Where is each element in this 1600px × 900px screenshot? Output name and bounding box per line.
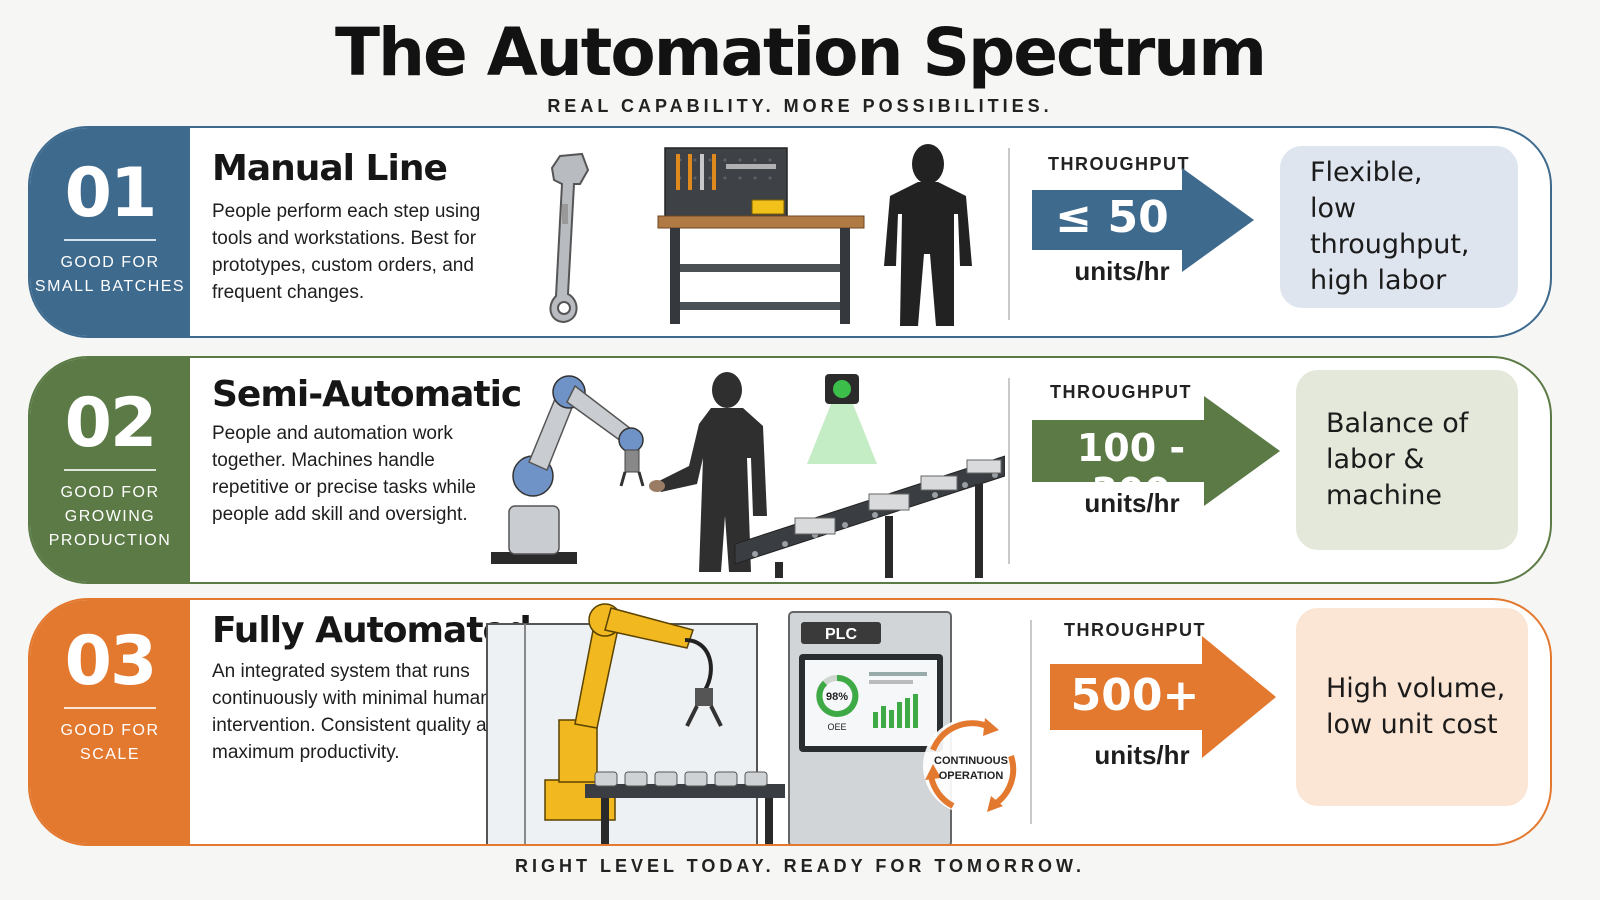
throughput-value: 100 - 300 [1076,426,1186,514]
wrench-icon [549,152,590,324]
throughput-arrow [1032,168,1254,272]
good-for-line: SCALE [80,746,140,763]
row-fully-automated: 03 GOOD FOR SCALE Fully Automated An int… [28,598,1552,846]
level-description: People perform each step using tools and… [212,201,481,303]
level-number-block: 03 GOOD FOR SCALE [30,600,190,844]
summary-line: high labor [1310,265,1447,296]
row-semi-automatic: 02 GOOD FOR GROWING PRODUCTION Semi-Auto… [28,356,1552,584]
workbench-icon [657,147,865,324]
throughput-unit: units/hr [1084,488,1180,518]
throughput-unit: units/hr [1074,256,1170,286]
page-subtitle: REAL CAPABILITY. MORE POSSIBILITIES. [547,96,1053,116]
good-for-line: GROWING [64,508,156,525]
throughput-unit: units/hr [1094,740,1190,770]
fully-automated-illustration: PLC 98% OEE CONTINUOUS OPERATION [486,603,1019,844]
parts-conveyor-icon [585,771,785,844]
page-title: The Automation Spectrum [334,14,1267,91]
continuous-cycle-icon: CONTINUOUS OPERATION [923,718,1019,814]
cycle-label-line1: CONTINUOUS [934,755,1008,767]
column-divider [1008,378,1010,564]
robot-cell-enclosure [486,623,758,844]
vision-sensor-icon [807,374,877,464]
good-for-line: GOOD FOR [60,254,160,271]
summary-line: labor & [1326,444,1425,475]
throughput-label: THROUGHPUT [1064,620,1206,640]
level-description: An integrated system that runs continuou… [212,661,508,763]
number-divider [64,707,156,709]
summary-box: Balance of labor & machine [1296,370,1518,550]
worker-silhouette-icon [884,144,972,326]
good-for-line: GOOD FOR [60,722,160,739]
summary-line: Flexible, [1310,157,1423,188]
number-divider [64,239,156,241]
summary-box: Flexible, low throughput, high labor [1280,146,1518,308]
row-manual-line: 01 GOOD FOR SMALL BATCHES Manual Line Pe… [28,126,1552,338]
good-for-line: SMALL BATCHES [34,278,186,295]
throughput-value: 500+ [1070,670,1200,721]
summary-line: machine [1326,480,1443,511]
manual-line-illustration [549,144,972,326]
level-number: 03 [64,622,158,701]
level-heading: Fully Automated [212,610,532,651]
plc-panel-icon: PLC 98% OEE [788,611,952,844]
summary-line: Balance of [1326,408,1469,439]
level-number-block: 02 GOOD FOR GROWING PRODUCTION [30,358,190,582]
throughput-arrow [1050,636,1276,758]
number-divider [64,469,156,471]
throughput-label: THROUGHPUT [1050,382,1192,402]
page-footer-tagline: RIGHT LEVEL TODAY. READY FOR TOMORROW. [514,856,1086,876]
level-description: People and automation work together. Mac… [212,423,476,525]
summary-line: High volume, [1326,673,1506,704]
oee-label: OEE [827,722,846,732]
good-for-line: GOOD FOR [60,484,160,501]
good-for-line: PRODUCTION [48,532,172,549]
throughput-label: THROUGHPUT [1048,154,1190,174]
level-number-block: 01 GOOD FOR SMALL BATCHES [30,128,190,336]
throughput-value: ≤ 50 [1055,192,1169,243]
summary-line: low throughput, [1310,193,1470,260]
summary-line: low unit cost [1326,709,1498,740]
cobot-arm-icon [491,375,645,564]
level-number: 02 [64,384,158,463]
level-number: 01 [64,154,158,233]
semi-automatic-illustration [491,372,1005,578]
industrial-robot-icon [544,603,723,821]
oee-value: 98% [826,691,848,703]
conveyor-icon [734,455,1005,578]
level-heading: Manual Line [212,148,448,189]
plc-label: PLC [825,626,857,643]
summary-box: High volume, low unit cost [1296,608,1528,806]
level-heading: Semi-Automatic [212,374,522,415]
throughput-arrow [1032,396,1280,506]
operator-icon [649,372,767,572]
cycle-label-line2: OPERATION [939,770,1004,782]
column-divider [1030,620,1032,824]
column-divider [1008,148,1010,320]
